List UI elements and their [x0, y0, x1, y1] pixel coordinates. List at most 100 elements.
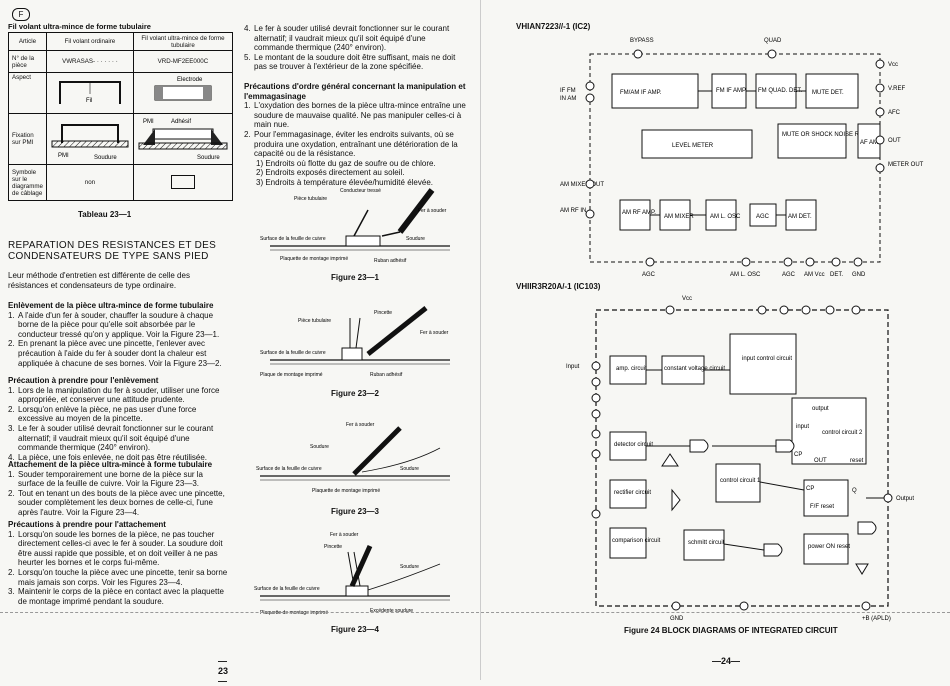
fm-am-if-amp: FM/AM IF AMP.	[620, 90, 662, 96]
svg-text:OUT: OUT	[814, 458, 827, 464]
th-article: Article	[8, 32, 47, 51]
continued-items: 4.Le fer à souder utilisé devrait foncti…	[244, 24, 466, 72]
svg-text:AGC: AGC	[642, 272, 656, 278]
bypass-label: BYPASS	[630, 38, 654, 44]
svg-text:Output: Output	[896, 496, 914, 502]
svg-text:Pincette: Pincette	[374, 310, 392, 316]
figure-23-4-drawing: Fer à souder Pincette Soudure Surface de…	[254, 532, 450, 616]
svg-text:Soudure: Soudure	[406, 236, 425, 242]
tubular-fixation-illustration: PMI Adhésif Soudure	[138, 119, 228, 161]
th-tubular: Fil volant ultra-mince de forme tubulair…	[132, 32, 233, 51]
list-item: 2.En prenant la pièce avec une pincette,…	[8, 339, 222, 368]
general-precautions: Précautions d'ordre général concernant l…	[244, 82, 466, 188]
attachment-heading: Attachement de la pièce ultra-mince à fo…	[8, 460, 213, 469]
wire-illustration: Fil	[58, 81, 121, 104]
cell-fixation-tubular: PMI Adhésif Soudure	[132, 113, 233, 165]
agc-block: AGC	[756, 214, 770, 220]
svg-text:AM RF IN: AM RF IN	[560, 208, 586, 214]
row-label-fixation: Fixation sur PMI	[8, 113, 47, 165]
row-label-aspect: Aspect	[8, 72, 47, 114]
list-item: 3.Maintenir le corps de la pièce en cont…	[8, 587, 224, 606]
svg-text:IN AM: IN AM	[560, 96, 576, 102]
figure-23-1-caption: Figure 23—1	[330, 273, 379, 282]
svg-text:Soudure: Soudure	[400, 466, 419, 472]
cell-aspect-ordinary: Fil	[45, 72, 134, 114]
removal-section: Enlèvement de la pièce ultra-mince de fo…	[8, 301, 230, 368]
svg-text:Q: Q	[852, 488, 857, 494]
solder-label-a: Soudure	[94, 155, 117, 161]
ordinary-fixation-illustration: PMI Soudure	[51, 124, 129, 161]
svg-text:Pincette: Pincette	[324, 544, 342, 550]
am-l-osc: AM L. OSC	[710, 214, 741, 220]
general-precautions-heading: Précautions d'ordre général concernant l…	[244, 82, 466, 101]
figure-23-1: Pièce tubulaire Conducteur tressé Fer à …	[250, 180, 460, 285]
input-control-circuit: input control circuit	[742, 356, 792, 362]
svg-text:Input: Input	[566, 364, 580, 370]
pmi-label-b: PMI	[143, 119, 154, 125]
list-item: 1.Lors de la manipulation du fer à soude…	[8, 385, 220, 405]
table-23-1: Article Fil volant ordinaire Fil volant …	[8, 32, 233, 201]
quad-label: QUAD	[764, 38, 782, 44]
svg-text:CP: CP	[794, 452, 802, 458]
page-number-right: —24—	[712, 656, 741, 666]
list-item: 2.Pour l'emmagasinage, éviter les endroi…	[244, 129, 458, 159]
svg-text:Pièce tubulaire: Pièce tubulaire	[294, 196, 327, 202]
removal-precautions-heading: Précaution à prendre pour l'enlèvement	[8, 376, 159, 385]
ff-reset: F/F reset	[810, 504, 834, 510]
am-mixer: AM MIXER	[664, 214, 694, 220]
intro-text: Leur méthode d'entretien est différente …	[8, 271, 190, 290]
amp-circuit: amp. circuit	[616, 366, 647, 372]
svg-text:DET.: DET.	[830, 272, 843, 278]
svg-text:METER OUT: METER OUT	[888, 162, 924, 168]
right-column: VHIAN7223//-1 (IC2) BYPASS QUAD IF FM IN…	[516, 8, 946, 673]
svg-text:OUT: OUT	[888, 138, 901, 144]
svg-text:Ruban adhésif: Ruban adhésif	[374, 258, 407, 264]
svg-text:AGC: AGC	[782, 272, 796, 278]
cell-part-tubular: VRD-MF2EE000C	[132, 50, 233, 73]
control-circuit-2: control circuit 2	[822, 430, 863, 436]
figure-24-caption: Figure 24 BLOCK DIAGRAMS OF INTEGRATED C…	[624, 626, 838, 635]
svg-text:Plaquette de montage imprimé: Plaquette de montage imprimé	[260, 610, 328, 616]
section-title: REPARATION DES RESISTANCES ET DES CONDEN…	[8, 240, 216, 262]
svg-text:IF FM: IF FM	[560, 88, 576, 94]
ic103-title: VHIIR3R20A/-1 (IC103)	[516, 282, 601, 291]
language-badge-text: F	[18, 10, 24, 19]
row-label-symbol: Symbole sur le diagramme de câblage	[8, 164, 47, 201]
svg-text:GND: GND	[670, 616, 684, 622]
svg-text:Excédente soudure: Excédente soudure	[370, 608, 413, 614]
attachment-precautions: Précautions à prendre pour l'attachement…	[8, 520, 230, 606]
figure-23-4-caption: Figure 23—4	[330, 625, 379, 634]
fm-quad-det: FM QUAD. DET.	[758, 88, 802, 94]
electrode-label: Electrode	[177, 77, 203, 83]
svg-text:V.REF: V.REF	[888, 86, 905, 92]
adhesive-label: Adhésif	[171, 119, 191, 125]
list-item: 1.Souder temporairement une borne de la …	[8, 469, 203, 489]
svg-text:AM Vcc: AM Vcc	[804, 272, 825, 278]
svg-text:Vcc: Vcc	[888, 62, 898, 68]
figure-23-4: Fer à souder Pincette Soudure Surface de…	[250, 528, 460, 634]
figure-23-2: Pièce tubulaire Pincette Fer à souder Su…	[250, 304, 460, 400]
language-badge: F	[12, 8, 30, 21]
rectifier-circuit: rectifier circuit	[614, 490, 651, 496]
mute-det: MUTE DET.	[812, 90, 844, 96]
resistor-symbol	[170, 174, 195, 189]
figure-23-2-caption: Figure 23—2	[330, 389, 379, 398]
svg-text:Pièce tubulaire: Pièce tubulaire	[298, 318, 331, 324]
list-item: 5.Le montant de la soudure doit être suf…	[244, 52, 456, 72]
fm-if-amp: FM IF AMP.	[716, 88, 747, 94]
list-item: 1.A l'aide d'un fer à souder, chauffer l…	[8, 310, 220, 339]
svg-text:GND: GND	[852, 272, 866, 278]
ic2-block-diagram: BYPASS QUAD IF FM IN AM FM/AM IF AMP. FM…	[560, 38, 924, 278]
list-item: 2.Tout en tenant un des bouts de la pièc…	[8, 488, 225, 517]
figure-23-1-drawing: Pièce tubulaire Conducteur tressé Fer à …	[260, 188, 450, 264]
svg-text:Surface de la feuille de cuivr: Surface de la feuille de cuivre	[254, 586, 320, 592]
left-column: F Fil volant ultra-mince de forme tubula…	[8, 8, 233, 686]
mute-or-shock: MUTE OR SHOCK NOISE REDUCE	[782, 132, 880, 138]
wire-label: Fil	[86, 98, 92, 104]
page-number-left: —23—	[218, 656, 229, 686]
row-label-part: N° de la pièce	[8, 50, 47, 73]
pmi-label-a: PMI	[58, 153, 69, 159]
svg-text:CP: CP	[806, 486, 814, 492]
svg-text:input: input	[796, 424, 809, 430]
svg-text:Plaquette de montage imprimé: Plaquette de montage imprimé	[280, 256, 348, 262]
